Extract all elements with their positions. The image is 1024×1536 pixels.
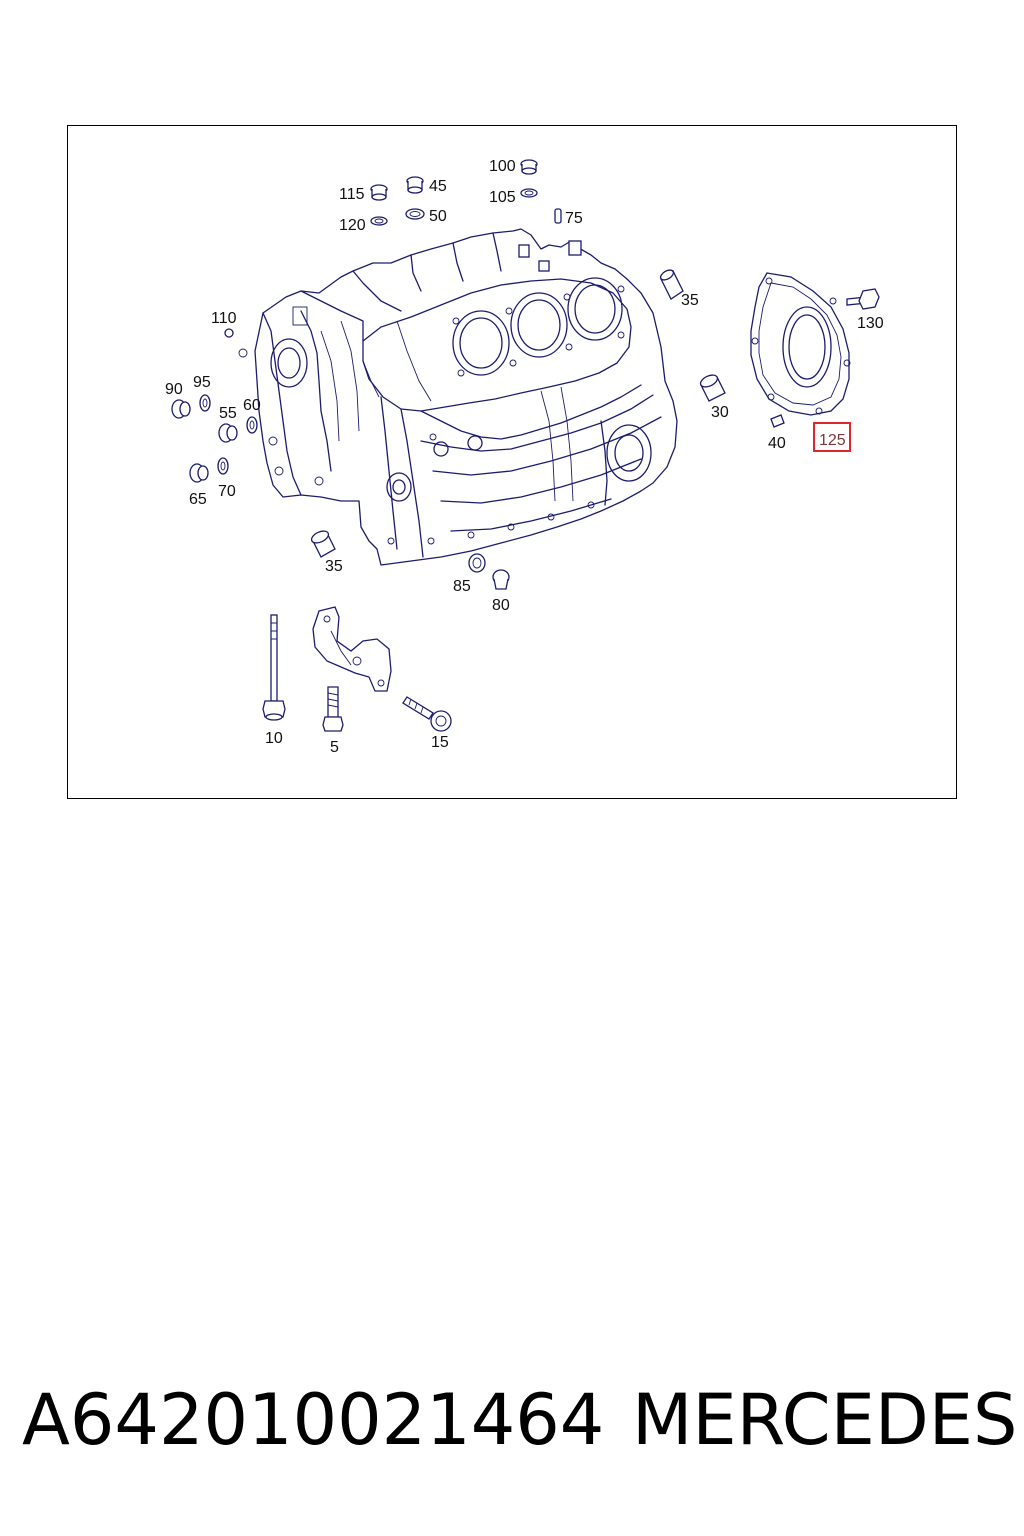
callout-105: 105 <box>489 189 516 206</box>
callout-115: 115 <box>339 186 365 203</box>
small-parts <box>171 159 880 590</box>
bottom-hardware <box>262 606 452 732</box>
callout-50: 50 <box>429 208 447 225</box>
callout-5: 5 <box>330 739 339 756</box>
rear-seal-cover <box>750 272 851 416</box>
callout-125-highlight <box>813 422 851 452</box>
callout-labels: 100 115 45 105 120 50 75 35 130 110 90 9… <box>165 158 884 756</box>
callout-85: 85 <box>453 578 471 595</box>
diagram-frame: 100 115 45 105 120 50 75 35 130 110 90 9… <box>67 125 957 799</box>
callout-110: 110 <box>211 310 237 327</box>
callout-130: 130 <box>857 315 884 332</box>
callout-120: 120 <box>339 217 366 234</box>
callout-55: 55 <box>219 405 237 422</box>
part-number: A642010021464 <box>22 1379 605 1461</box>
callout-35-top: 35 <box>681 292 699 309</box>
callout-75: 75 <box>565 210 583 227</box>
engine-block-illustration <box>238 228 678 566</box>
callout-10: 10 <box>265 730 283 747</box>
callout-80: 80 <box>492 597 510 614</box>
brand-name: MERCEDES <box>632 1379 1018 1461</box>
callout-90: 90 <box>165 381 183 398</box>
callout-125: 125 <box>819 432 846 449</box>
callout-100: 100 <box>489 158 516 175</box>
callout-35-bottom: 35 <box>325 558 343 575</box>
callout-70: 70 <box>218 483 236 500</box>
callout-60: 60 <box>243 397 261 414</box>
callout-15: 15 <box>431 734 449 751</box>
callout-40: 40 <box>768 435 786 452</box>
callout-30: 30 <box>711 404 729 421</box>
callout-65: 65 <box>189 491 207 508</box>
callout-95: 95 <box>193 374 211 391</box>
engine-block-diagram: 100 115 45 105 120 50 75 35 130 110 90 9… <box>165 158 884 756</box>
footer: A642010021464 MERCEDES <box>0 1370 1024 1480</box>
callout-45: 45 <box>429 178 447 195</box>
